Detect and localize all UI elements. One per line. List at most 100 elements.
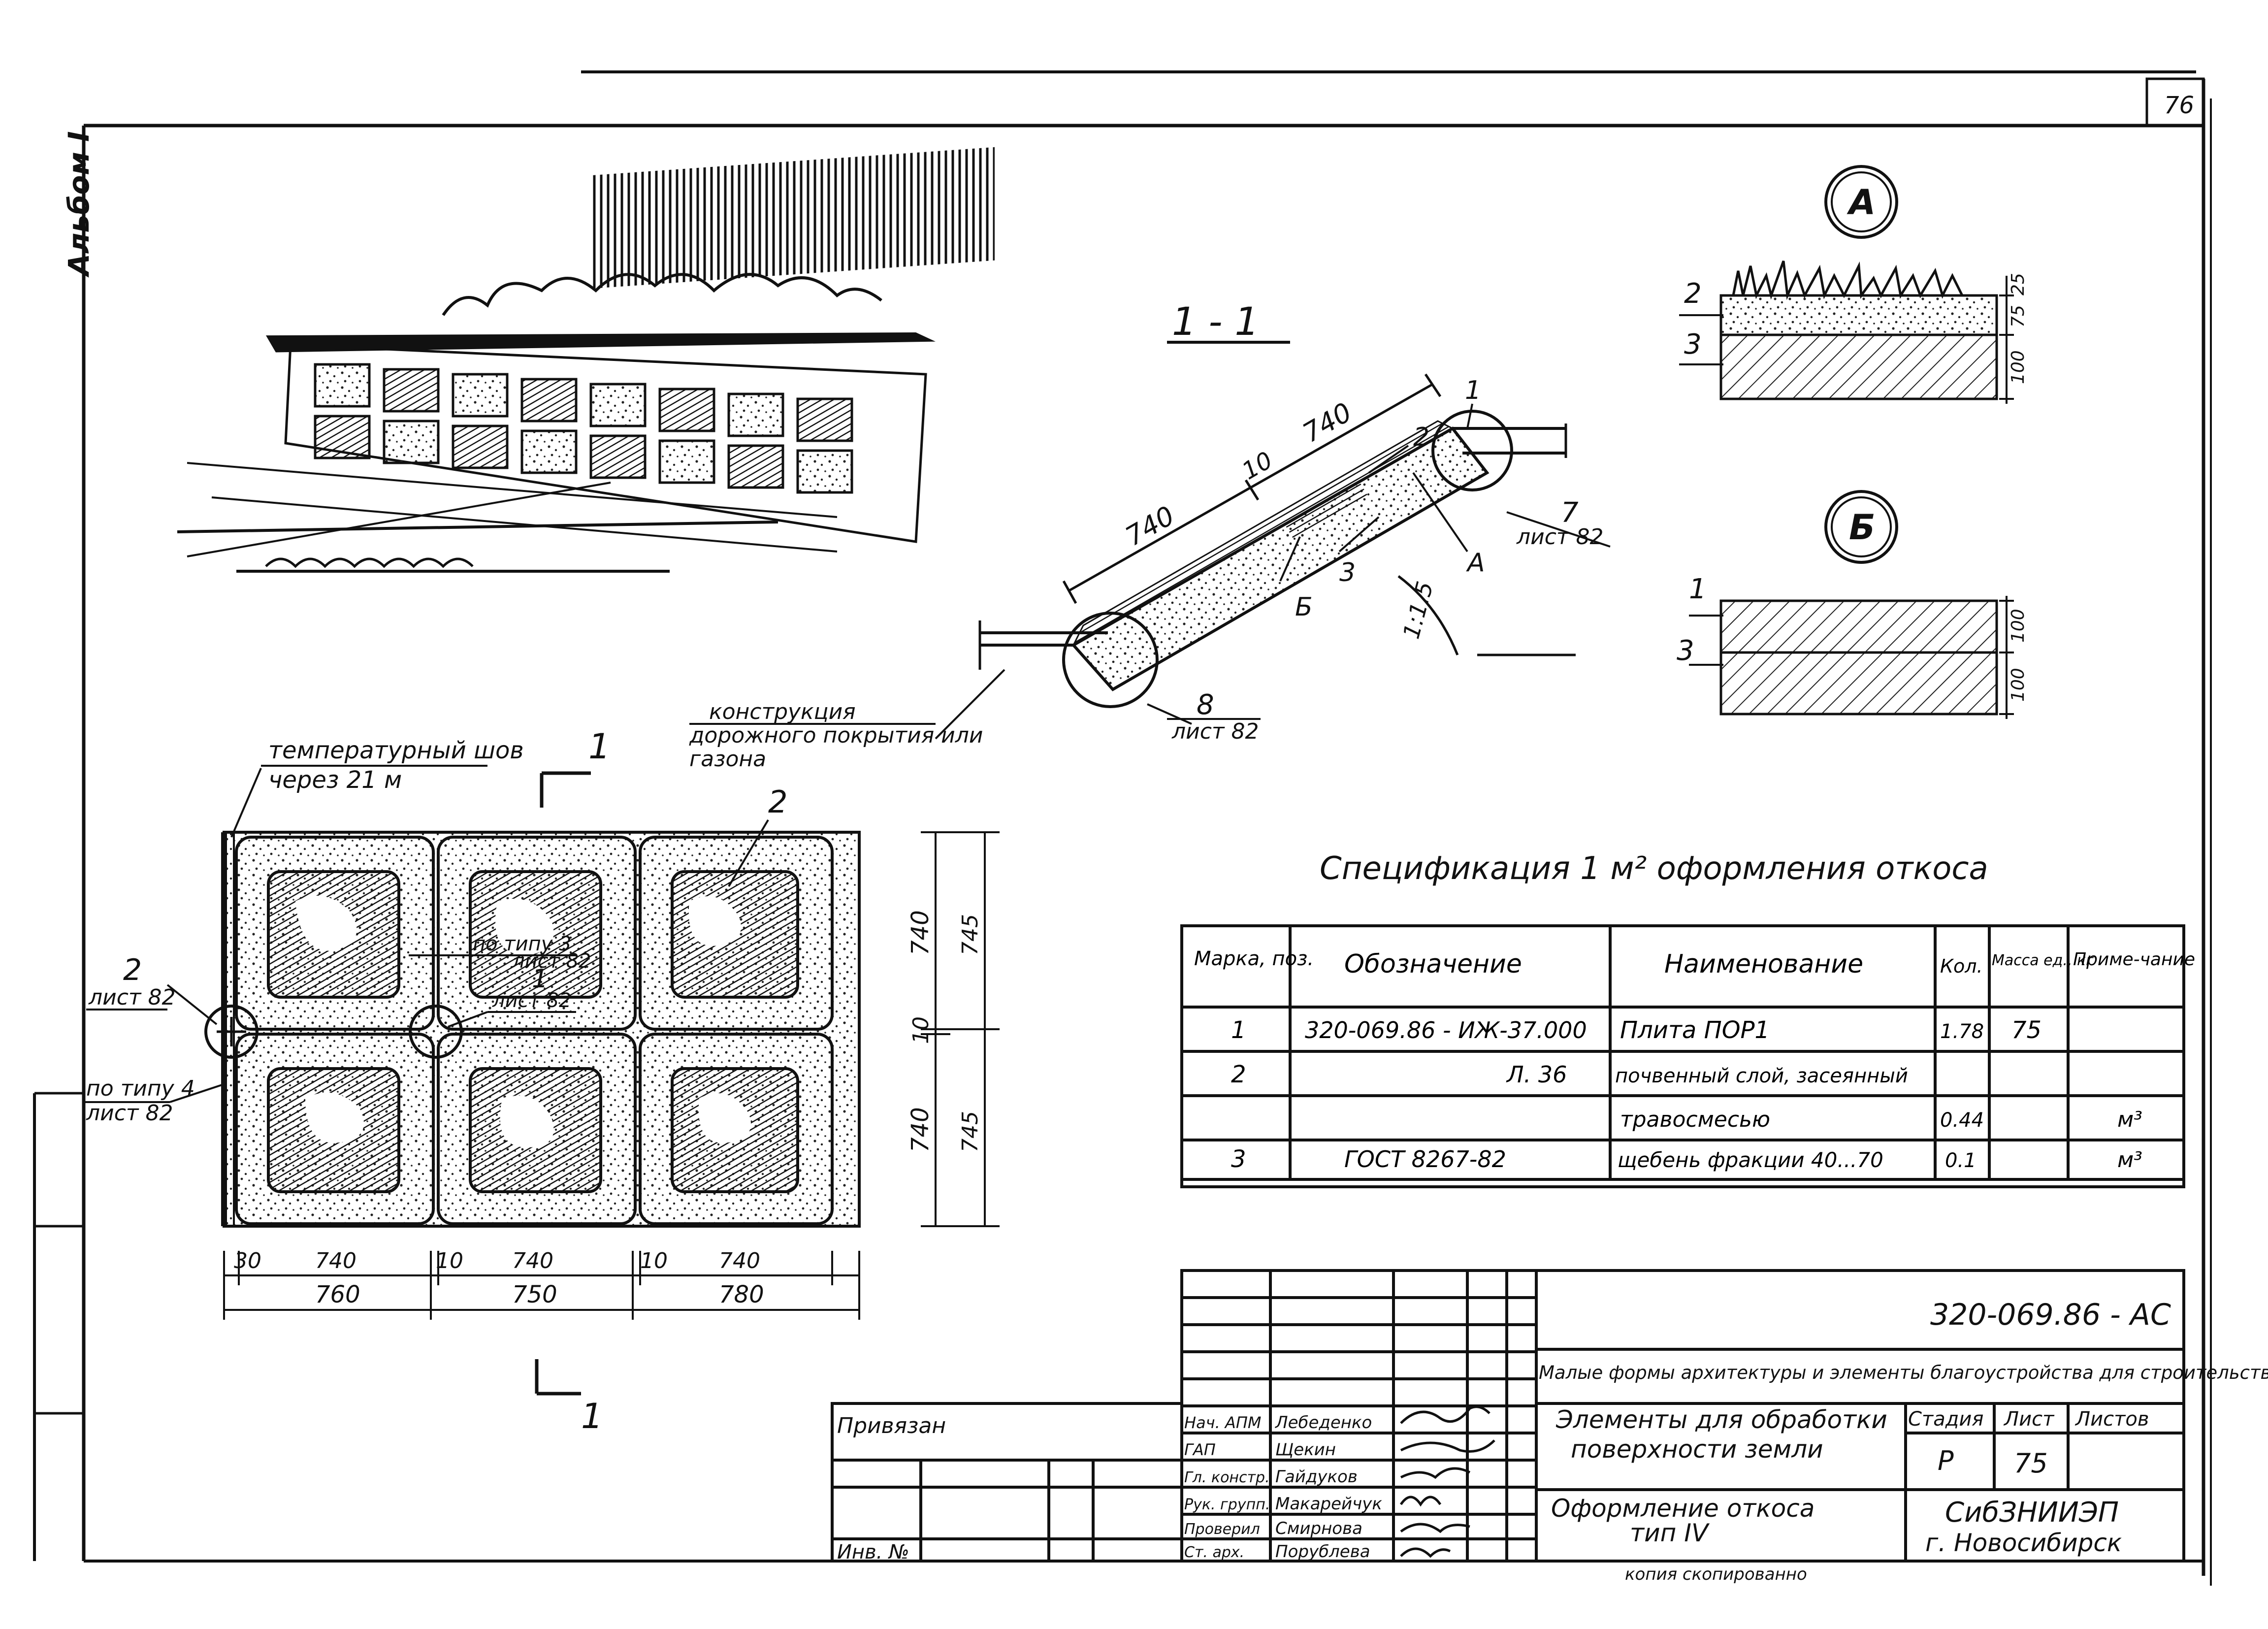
section-title: 1 - 1 xyxy=(1172,300,1259,344)
section-pos-1: 1 xyxy=(1465,376,1481,405)
joint-node-left xyxy=(204,1005,259,1059)
detail-b-slab-layer xyxy=(1719,599,1998,654)
spec-r1-mark: 1 xyxy=(1231,1016,1246,1044)
detail-b-gravel-layer xyxy=(1719,651,1998,716)
plan-view: температурный шов через 21 м 1 xyxy=(84,726,1000,1436)
plan-type3-note-line2: лист 82 xyxy=(512,950,591,973)
sheet-corner-number: 76 xyxy=(2164,92,2194,119)
plan-dim-right-10: 10 xyxy=(908,1016,934,1044)
title-role-5: Проверил xyxy=(1184,1521,1260,1538)
title-org-city: г. Новосибирск xyxy=(1925,1529,2122,1557)
plan-type4-note-line1: по типу 4 xyxy=(86,1076,195,1101)
construction-note-line1: конструкция xyxy=(709,699,856,724)
title-name-2: Щекин xyxy=(1275,1440,1336,1460)
section-pos-2: 2 xyxy=(1413,423,1429,452)
detail-b: Б 100 100 1 3 xyxy=(1677,490,2028,719)
detail-b-dim-lower: 100 xyxy=(2008,668,2028,702)
plan-dim-780: 780 xyxy=(719,1281,764,1308)
detail-a-soil-layer xyxy=(1719,294,1998,336)
title-sheets-header: Листов xyxy=(2074,1408,2149,1431)
section-node-7-sheet: лист 82 xyxy=(1516,524,1604,550)
section-pos-3: 3 xyxy=(1339,558,1356,587)
plan-cut-mark: 1 xyxy=(588,726,611,767)
specification: Спецификация 1 м² оформления откоса Марк… xyxy=(1180,850,2195,1188)
title-role-1: Нач. АПМ xyxy=(1184,1413,1261,1432)
spec-header-note: Приме-чание xyxy=(2073,949,2195,970)
detail-a-pos-2: 2 xyxy=(1684,278,1702,310)
section-dim-10: 10 xyxy=(1237,446,1277,485)
title-block-grid xyxy=(831,1269,2185,1563)
plan-pos-1-mid: 1 xyxy=(532,964,548,994)
detail-a-title: А xyxy=(1847,182,1876,223)
title-name-3: Гайдуков xyxy=(1275,1467,1358,1487)
spec-r4-note: м³ xyxy=(2117,1147,2142,1173)
plan-cell-highlights xyxy=(295,895,751,1147)
plan-dim-right-745-top: 745 xyxy=(958,914,983,955)
plan-pos-2-top: 2 xyxy=(768,784,787,820)
spec-header-name: Наименование xyxy=(1664,949,1863,979)
spec-r2-mark: 2 xyxy=(1231,1061,1246,1088)
title-name-5: Смирнова xyxy=(1275,1519,1362,1538)
title-inv: Инв. № xyxy=(837,1541,909,1564)
plan-dim-10-b: 10 xyxy=(640,1248,668,1273)
detail-a-dim-upper: 75 xyxy=(2008,305,2028,327)
plan-dim-30: 30 xyxy=(234,1248,261,1273)
spec-header-mass: Масса ед., кг xyxy=(1992,952,2094,969)
spec-r1-name: Плита ПОР1 xyxy=(1620,1016,1770,1044)
detail-b-dim-upper: 100 xyxy=(2008,609,2028,643)
node-circle-8 xyxy=(1062,612,1159,708)
plan-dim-right-740-bottom: 740 xyxy=(907,1107,934,1152)
title-sheet-name-line1: Оформление откоса xyxy=(1551,1494,1814,1523)
spec-r3-name: травосмесью xyxy=(1620,1107,1770,1132)
title-sheet-header: Лист xyxy=(2003,1408,2055,1431)
title-role-4: Рук. групп. xyxy=(1184,1496,1270,1513)
plan-dim-740-a: 740 xyxy=(315,1248,356,1273)
plan-dim-740-c: 740 xyxy=(719,1248,760,1273)
title-role-6: Ст. арх. xyxy=(1184,1544,1244,1561)
perspective-sketch xyxy=(177,147,995,573)
plan-dim-750: 750 xyxy=(512,1281,557,1308)
spec-r4-qty: 0.1 xyxy=(1945,1149,1976,1172)
node-circle-7 xyxy=(1431,410,1513,491)
plan-bottom-dimensions xyxy=(223,1251,860,1320)
section-1-1: 1 - 1 740 10 740 1:1.5 xyxy=(689,300,1611,772)
plan-dim-760: 760 xyxy=(315,1281,360,1308)
title-block: 320-069.86 - АС Малые формы архитектуры … xyxy=(831,1269,2268,1584)
album-label: Альбом I xyxy=(62,131,96,278)
plan-dim-740-b: 740 xyxy=(512,1248,553,1273)
spec-r3-qty: 0.44 xyxy=(1940,1109,1984,1132)
title-role-3: Гл. констр. xyxy=(1184,1469,1270,1486)
section-node-7: 7 xyxy=(1561,497,1579,529)
detail-b-title: Б xyxy=(1849,507,1875,548)
plan-dim-10-a: 10 xyxy=(436,1248,463,1273)
signatures xyxy=(1399,1405,1495,1558)
detail-b-pos-3: 3 xyxy=(1677,635,1694,667)
spec-r2-name: почвенный слой, засеянный xyxy=(1615,1065,1908,1087)
spec-r1-mass: 75 xyxy=(2011,1016,2041,1044)
detail-a-dim-upper2: 25 xyxy=(2008,273,2028,295)
title-name-6: Порублева xyxy=(1275,1542,1370,1562)
slope-body xyxy=(1071,420,1490,691)
spec-r1-designation: 320-069.86 - ИЖ-37.000 xyxy=(1305,1017,1587,1043)
spec-header-mark: Марка, поз. xyxy=(1194,947,1314,970)
construction-note-line2: дорожного покрытия или xyxy=(689,723,983,748)
plan-cut-mark-bottom: 1 xyxy=(581,1396,603,1436)
detail-a-pos-3: 3 xyxy=(1684,328,1702,360)
section-node-8-sheet: лист 82 xyxy=(1171,719,1259,744)
spec-r4-mark: 3 xyxy=(1231,1145,1246,1173)
title-stage-value: Р xyxy=(1938,1445,1954,1476)
plan-dim-right-745-bottom: 745 xyxy=(958,1111,983,1152)
spec-r2-designation: Л. 36 xyxy=(1506,1061,1567,1088)
plan-pos-2-left-sheet: лист 82 xyxy=(88,985,176,1010)
section-dim-740-top: 740 xyxy=(1297,396,1357,449)
detail-a-dim-lower: 100 xyxy=(2008,350,2028,384)
section-node-8: 8 xyxy=(1197,689,1214,721)
title-name-1: Лебеденко xyxy=(1274,1413,1372,1433)
detail-a: А 25 75 100 2 3 xyxy=(1679,165,2028,404)
title-project: Малые формы архитектуры и элементы благо… xyxy=(1539,1362,2268,1383)
joint-note-line1: температурный шов xyxy=(268,737,524,764)
title-role-2: ГАП xyxy=(1184,1440,1216,1459)
spec-r4-name: щебень фракции 40...70 xyxy=(1618,1148,1883,1172)
spec-header-designation: Обозначение xyxy=(1344,949,1522,979)
